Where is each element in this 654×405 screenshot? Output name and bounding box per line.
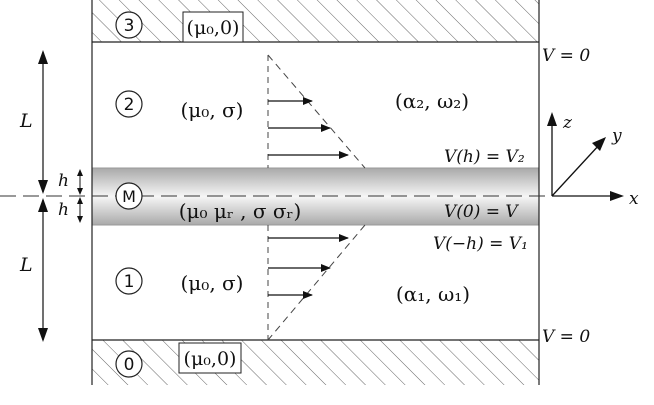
upper-layer-params: (μ₀, σ): [181, 98, 244, 122]
bottom-wall-param-box: [178, 342, 242, 374]
profile-upper-dashed: [267, 54, 366, 169]
lower-layer-params: (μ₀, σ): [181, 271, 244, 295]
middle-layer-params: (μ₀ μᵣ , σ σᵣ): [179, 199, 302, 223]
y-axis-label: y: [611, 126, 622, 146]
top-wall-hatch: [92, 0, 539, 42]
y-axis: [551, 143, 601, 197]
region-1-circle: [115, 267, 143, 295]
region-1-number: 1: [124, 272, 135, 292]
profile-lower-dashed: [267, 224, 366, 341]
velocity-center-label: V(0) = V: [444, 202, 519, 222]
region-m-number: M: [122, 187, 136, 206]
velocity-lower-interface-label: V(−h) = V₁: [433, 234, 528, 254]
region-0-circle: [115, 350, 143, 378]
region-2-circle: [115, 90, 143, 118]
velocity-top-label: V = 0: [542, 46, 590, 66]
region-2-number: 2: [124, 95, 135, 115]
bottom-wall-params: (μ₀,0): [184, 348, 237, 370]
velocity-bottom-label: V = 0: [542, 327, 590, 347]
region-3-number: 3: [124, 16, 135, 36]
top-wall-param-box: [182, 11, 244, 43]
region-m-circle: [115, 182, 143, 210]
region-0-number: 0: [124, 355, 135, 375]
x-axis-label: x: [629, 189, 639, 209]
lower-alpha-omega: (α₁, ω₁): [396, 282, 470, 306]
top-wall-params: (μ₀,0): [187, 17, 240, 39]
dimension-L-lower: L: [19, 254, 33, 276]
velocity-upper-interface-label: V(h) = V₂: [444, 147, 525, 167]
upper-alpha-omega: (α₂, ω₂): [395, 89, 469, 113]
z-axis-label: z: [562, 113, 573, 133]
z-axis-arrowhead: [547, 112, 557, 126]
y-axis-arrowhead: [592, 137, 606, 151]
dimension-h-lower: h: [58, 200, 69, 220]
dimension-h-upper: h: [58, 171, 69, 191]
region-3-circle: [115, 11, 143, 39]
bottom-wall-hatch: [92, 340, 539, 385]
x-axis-arrowhead: [610, 191, 624, 201]
dimension-L-upper: L: [19, 110, 33, 132]
